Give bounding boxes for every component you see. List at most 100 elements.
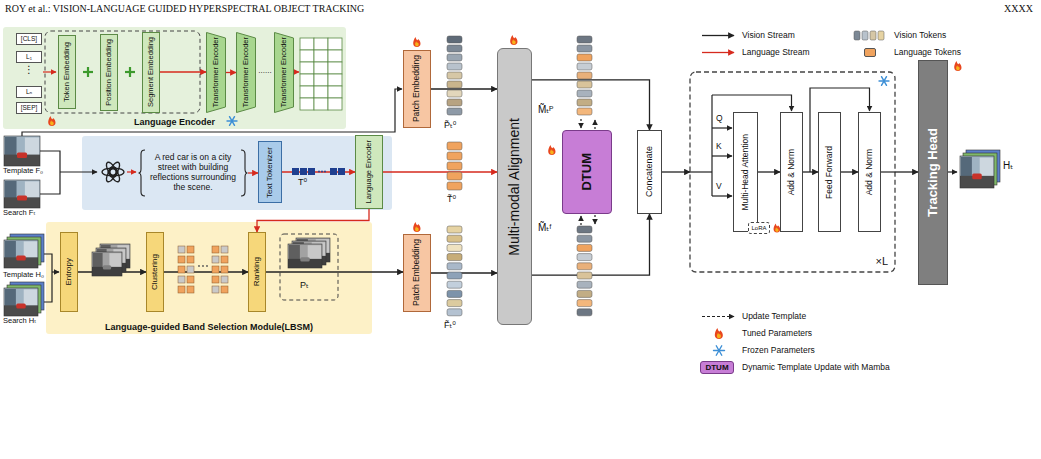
- language-stream-arrow: [248, 172, 258, 173]
- tuned-icon: [956, 65, 960, 70]
- vision-stream-arrow: [895, 171, 918, 172]
- language-stream-arrow: [160, 71, 206, 72]
- cluster-square: [187, 256, 194, 263]
- lbsm-panel: Language-guided Band Selection Module(LB…: [46, 222, 372, 334]
- vision-token: [447, 72, 462, 79]
- scene-image: [289, 245, 300, 260]
- scene-image: [960, 156, 994, 188]
- frozen-icon: [230, 117, 235, 126]
- tuned-icon: [50, 120, 54, 125]
- language-token: [447, 162, 462, 170]
- scene-frame: [92, 252, 122, 276]
- encoder-box: Language Encoder: [355, 135, 383, 209]
- frozen-icon: [716, 346, 722, 356]
- plus-symbol: [87, 67, 89, 77]
- vision-token: [447, 90, 462, 97]
- aligned-token: [577, 72, 592, 79]
- aligned-token: [577, 272, 592, 279]
- input-label: K: [716, 142, 722, 152]
- feature-grid: [314, 74, 328, 86]
- feature-grid: [314, 38, 328, 50]
- ellipsis-dot: [206, 265, 208, 267]
- legend-item: Tuned Parameters: [700, 327, 812, 340]
- scene-frame: [960, 156, 994, 188]
- node-label: Clustering: [150, 254, 159, 290]
- block-line: [711, 95, 712, 196]
- legend-item: Frozen Parameters: [700, 344, 815, 357]
- encoder-panel: Language Encoder[CLS]L₁Lₙ[SEP]Token Embe…: [3, 27, 346, 129]
- panel-title: Language-guided Band Selection Module(LB…: [46, 322, 372, 332]
- attention-box: Multi-Head Attention: [733, 112, 758, 232]
- tuned-icon: [413, 37, 420, 47]
- scene-image: [17, 195, 27, 200]
- encoder-panel-ground: [3, 27, 346, 129]
- legend-sample: [700, 344, 738, 357]
- scene-image: [5, 137, 17, 156]
- feature-grid: [300, 38, 314, 50]
- image-caption: Search Hₜ: [3, 317, 36, 326]
- vision-token: [447, 309, 462, 316]
- legend-dashed-arrow: [702, 316, 734, 317]
- scene-image: [24, 241, 38, 257]
- qkv-arrow: [712, 155, 732, 156]
- scene-frame: [4, 288, 38, 316]
- token-box: [CLS]: [16, 33, 42, 45]
- feature-grid: [314, 86, 328, 98]
- cluster-square: [178, 256, 185, 263]
- input-label: V: [716, 182, 722, 192]
- cluster-square: [178, 246, 185, 253]
- node-label: Position Embedding: [105, 39, 114, 106]
- legend-swatch-text: DTUM: [700, 361, 734, 374]
- cluster-square: [178, 286, 185, 293]
- vision-line: [948, 171, 957, 172]
- language-stream-arrow: [383, 171, 497, 172]
- frozen-icon: [882, 77, 887, 86]
- scene-frame: [288, 244, 322, 268]
- legend-sample: [700, 310, 738, 323]
- vision-stream-arrow: [266, 271, 403, 272]
- feature-grid: [328, 86, 342, 98]
- scene-image: [288, 244, 322, 268]
- tuned-icon: [715, 328, 723, 339]
- token-box: Lₙ: [16, 86, 42, 98]
- process-box: Entropy: [60, 232, 78, 312]
- ellipsis-dot: [198, 265, 200, 267]
- update-arrow: [594, 215, 595, 224]
- legend-label: Language Tokens: [894, 48, 961, 58]
- node-label: Ranking: [252, 257, 261, 286]
- vision-token: [447, 63, 462, 70]
- vision-stream-arrow: [662, 171, 690, 172]
- ellipsis-dot: [324, 171, 326, 173]
- node-label: Patch Embedding: [412, 55, 422, 122]
- tuned-icon: [48, 116, 55, 126]
- tuned-icon: [512, 39, 516, 44]
- language-token: [447, 172, 462, 180]
- aligned-token: [577, 254, 592, 261]
- legend-item: Language Tokens: [850, 46, 961, 59]
- symbol-label: M̃ₜᶠ: [538, 222, 552, 234]
- feature-grid: [328, 38, 342, 50]
- image-caption: Search Fₜ: [3, 209, 36, 218]
- vision-token: [447, 99, 462, 106]
- tracking-head-box: Tracking Head: [918, 60, 948, 285]
- legend-sample: [700, 29, 738, 42]
- vision-stream-arrow: [841, 171, 858, 172]
- vision-token: [447, 45, 462, 52]
- legend-token: [870, 31, 876, 40]
- vision-stream-arrow: [431, 88, 497, 89]
- legend-sample: [850, 46, 890, 59]
- frozen-icon: [231, 120, 234, 123]
- scene-image: [300, 257, 310, 261]
- tuned-icon: [548, 145, 555, 155]
- encoder-layer: Transformer Encoder: [274, 32, 294, 113]
- node-label: Text Tokenizer: [265, 147, 274, 198]
- encoder-layer: Transformer Encoder: [206, 32, 226, 113]
- vision-stream-arrow: [532, 80, 650, 130]
- image-caption: Template F₀: [3, 167, 43, 176]
- update-arrow: [580, 216, 581, 225]
- lbsm-panel-ground: [46, 222, 372, 334]
- node-label: LoRA: [751, 225, 766, 232]
- node-label: Segment Embedding: [147, 37, 156, 107]
- cluster-square: [178, 276, 185, 283]
- update-arrow: [580, 119, 581, 128]
